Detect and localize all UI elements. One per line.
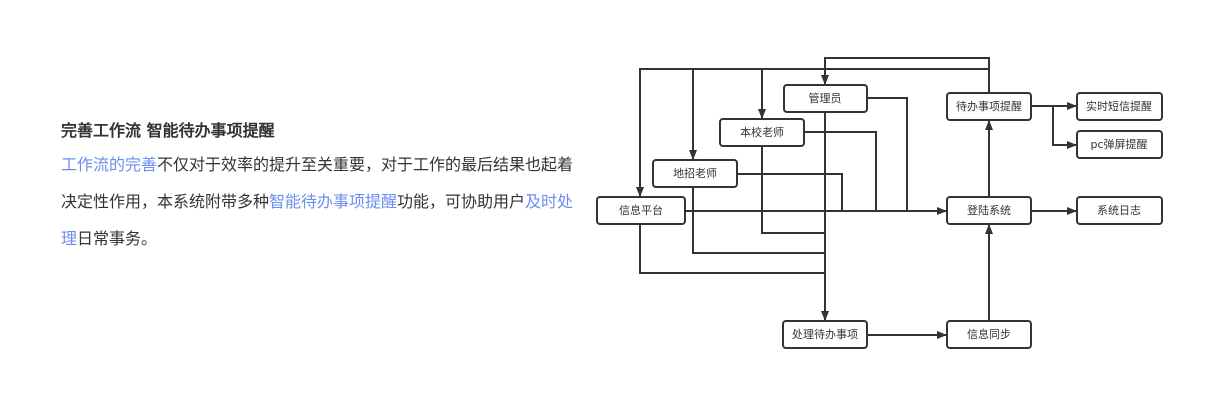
highlight: 智能待办事项提醒 [269, 192, 398, 211]
svg-text:本校老师: 本校老师 [740, 125, 784, 139]
highlight: 及时处理 [61, 192, 574, 248]
svg-text:处理待办事项: 处理待办事项 [792, 327, 858, 341]
svg-text:实时短信提醒: 实时短信提醒 [1086, 99, 1152, 113]
node-syslog: 系统日志 [1076, 196, 1163, 225]
body-text: 日常事务。 [77, 229, 158, 248]
body-text: 不仅对于效率的提升至关重要，对于工作的最后结果也起着决定性作用，本系统附带多种 [61, 155, 574, 211]
node-todo-reminder: 待办事项提醒 [946, 92, 1032, 121]
node-admin: 管理员 [783, 84, 868, 113]
svg-text:pc弹屏提醒: pc弹屏提醒 [1090, 137, 1147, 151]
section-body: 工作流的完善不仅对于效率的提升至关重要，对于工作的最后结果也起着决定性作用，本系… [61, 146, 581, 257]
node-sms-reminder: 实时短信提醒 [1076, 92, 1163, 121]
node-login: 登陆系统 [946, 196, 1032, 225]
svg-text:管理员: 管理员 [809, 91, 842, 105]
svg-text:地招老师: 地招老师 [673, 166, 717, 180]
node-school-teacher: 本校老师 [719, 118, 805, 147]
section-title: 完善工作流 智能待办事项提醒 [61, 121, 275, 140]
node-handle-todo: 处理待办事项 [782, 320, 868, 349]
svg-text:信息平台: 信息平台 [619, 203, 663, 217]
connectors [636, 57, 1077, 339]
highlight: 工作流的完善 [61, 155, 158, 174]
svg-text:系统日志: 系统日志 [1097, 204, 1141, 217]
body-text: 功能，可协助用户 [397, 192, 526, 211]
svg-text:信息同步: 信息同步 [967, 327, 1011, 341]
node-pc-popup: pc弹屏提醒 [1076, 130, 1163, 159]
node-info-platform: 信息平台 [596, 196, 686, 225]
node-info-sync: 信息同步 [946, 320, 1032, 349]
svg-text:登陆系统: 登陆系统 [967, 203, 1011, 217]
feature-text: 完善工作流 智能待办事项提醒 工作流的完善不仅对于效率的提升至关重要，对于工作的… [61, 118, 581, 257]
node-local-teacher: 地招老师 [652, 159, 738, 188]
svg-text:待办事项提醒: 待办事项提醒 [956, 99, 1022, 113]
